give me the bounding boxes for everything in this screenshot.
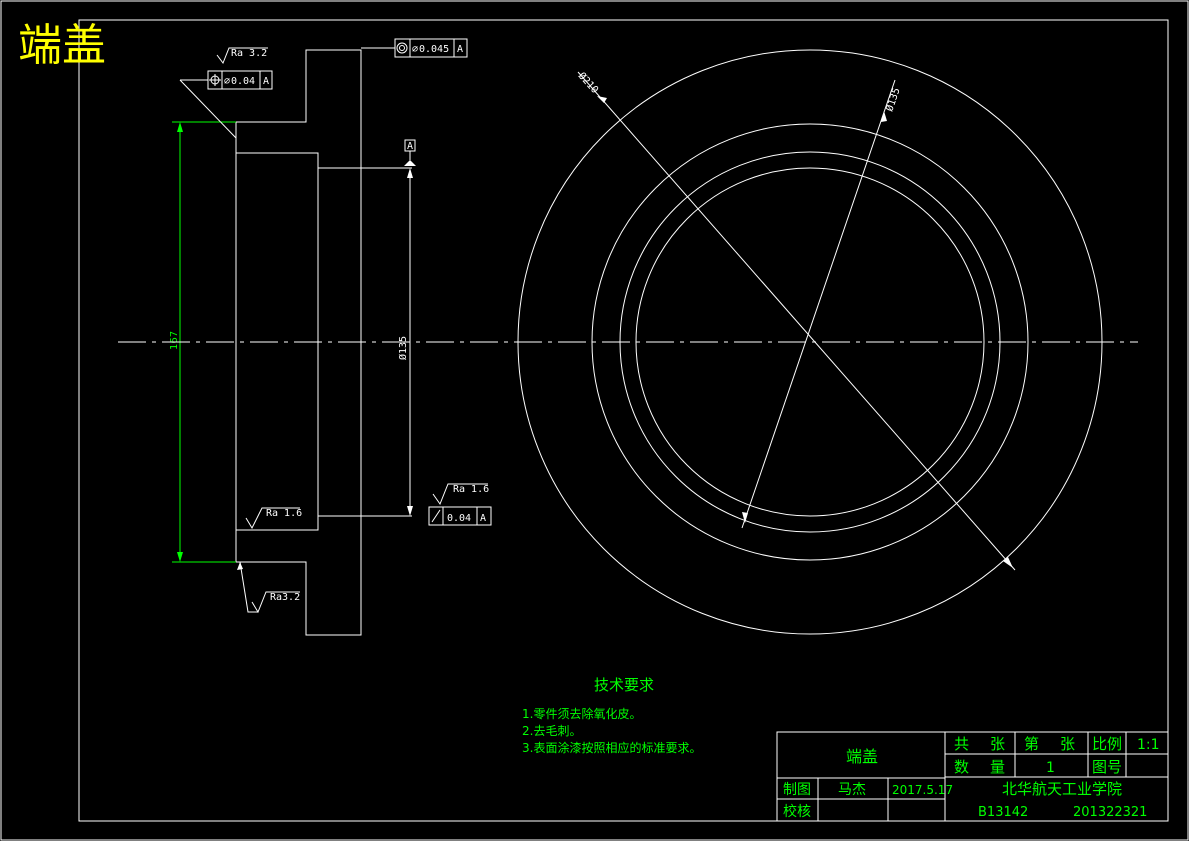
tb-class-code: B13142 bbox=[978, 805, 1028, 820]
tb-school: 北华航天工业学院 bbox=[1002, 780, 1122, 798]
tb-di: 第 bbox=[1024, 735, 1039, 753]
tb-date: 2017.5.17 bbox=[892, 783, 953, 797]
tech-item-1: 1.零件须去除氧化皮。 bbox=[522, 706, 641, 721]
tb-scale-value: 1:1 bbox=[1137, 737, 1160, 753]
tb-drawn-by: 马杰 bbox=[838, 782, 866, 798]
dim-inner: Ø135 bbox=[883, 86, 902, 113]
tb-drawing-no-label: 图号 bbox=[1092, 758, 1122, 776]
top-tol-symbol: ∅ bbox=[224, 76, 230, 87]
inner-border bbox=[78, 19, 1169, 822]
tb-name: 端盖 bbox=[846, 747, 878, 766]
bottom-tol-value: 0.04 bbox=[447, 513, 471, 524]
outer-rough: Ra3.2 bbox=[270, 592, 300, 603]
part-title: 端盖 bbox=[18, 20, 106, 71]
bottom-rough: Ra 1.6 bbox=[453, 484, 489, 495]
conc-symbol: ∅ bbox=[412, 44, 418, 55]
conc-value: 0.045 bbox=[419, 44, 449, 55]
tb-zhang2: 张 bbox=[1060, 735, 1075, 753]
inner-circle-1 bbox=[619, 151, 1001, 533]
datum-label: A bbox=[407, 141, 413, 152]
top-rough: Ra 3.2 bbox=[231, 48, 267, 59]
conc-datum: A bbox=[457, 44, 463, 55]
top-tol-datum: A bbox=[263, 76, 269, 87]
dim-height: 167 bbox=[169, 331, 180, 350]
outer-circle bbox=[517, 49, 1103, 635]
tb-zhang1: 张 bbox=[990, 735, 1005, 753]
tech-item-3: 3.表面涂漆按照相应的标准要求。 bbox=[522, 740, 701, 755]
inner-circle-2 bbox=[635, 167, 985, 517]
dim-bore: Ø135 bbox=[397, 336, 409, 360]
tb-qty-label1: 数 bbox=[954, 758, 969, 776]
inner-rough: Ra 1.6 bbox=[266, 508, 302, 519]
tb-checked-label: 校核 bbox=[783, 803, 811, 820]
tech-item-2: 2.去毛刺。 bbox=[522, 724, 581, 738]
tb-qty-label2: 量 bbox=[990, 758, 1005, 776]
hatch-top bbox=[235, 49, 362, 169]
top-tol-value: 0.04 bbox=[231, 76, 255, 87]
tb-qty-value: 1 bbox=[1046, 760, 1055, 776]
tb-drawn-label: 制图 bbox=[783, 782, 811, 798]
tech-requirements: 技术要求 1.零件须去除氧化皮。 2.去毛刺。 3.表面涂漆按照相应的标准要求。 bbox=[522, 676, 701, 755]
middle-circle bbox=[591, 123, 1029, 561]
title-block: 端盖 共 张 第 张 比例 1:1 数 量 1 图号 制图 马杰 2017.5.… bbox=[776, 731, 1169, 822]
tb-student-id: 201322321 bbox=[1073, 805, 1147, 820]
hatch-bottom bbox=[235, 515, 362, 636]
tech-heading: 技术要求 bbox=[594, 676, 654, 694]
tb-gong: 共 bbox=[954, 735, 969, 753]
tb-scale-label: 比例 bbox=[1092, 735, 1122, 753]
dim-outer: Ø210 bbox=[576, 70, 601, 96]
bottom-tol-datum: A bbox=[480, 513, 486, 524]
section-view: Ø135 167 Ra 3.2 ∅ 0.04 A ∅ 0.045 A bbox=[169, 38, 492, 636]
